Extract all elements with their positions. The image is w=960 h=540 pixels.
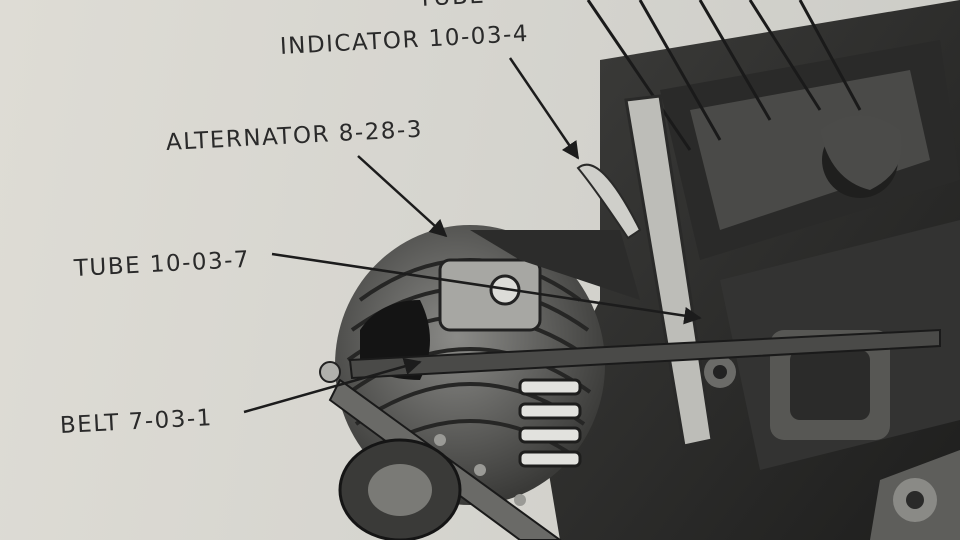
alternator-leader-line xyxy=(357,155,448,238)
indicator-leader-line xyxy=(508,57,580,160)
pulley xyxy=(338,438,462,540)
ignition-wires xyxy=(586,0,862,151)
belt-leader-line xyxy=(243,357,422,414)
tube-leader-line xyxy=(271,252,702,325)
